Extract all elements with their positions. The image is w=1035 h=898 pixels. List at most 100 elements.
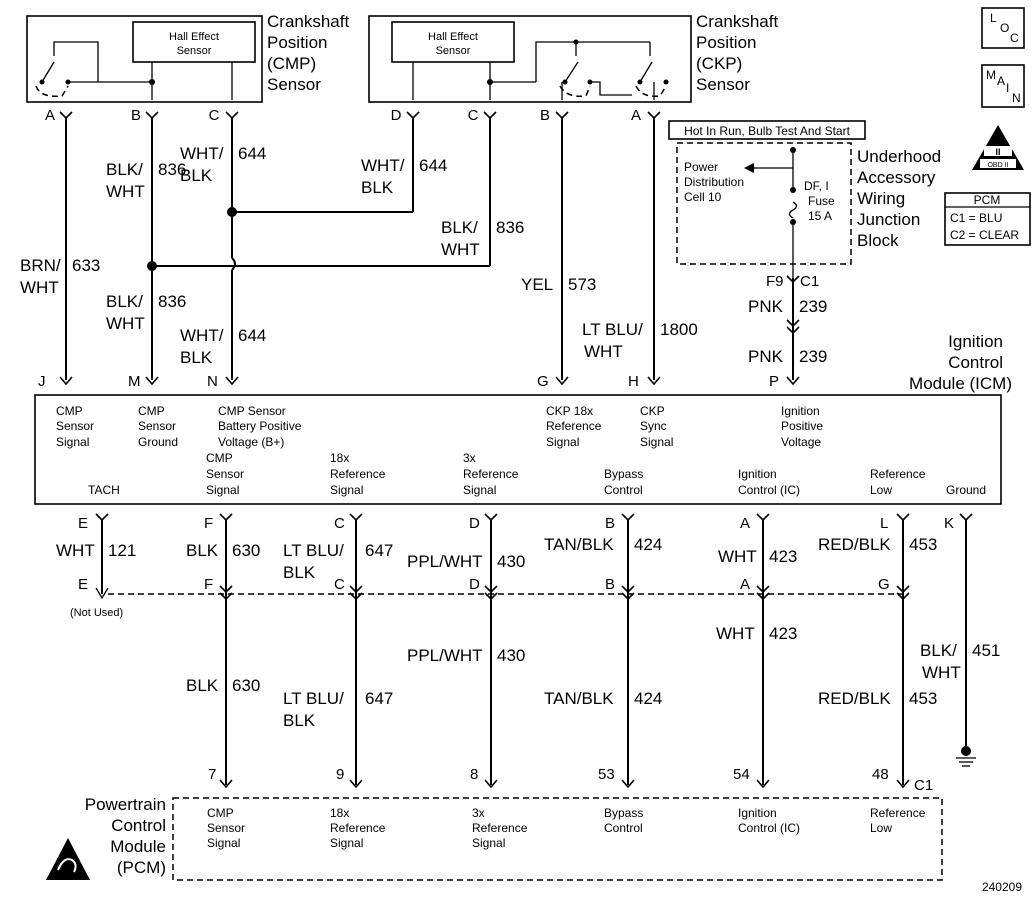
ckp-pin-a: A <box>631 107 641 124</box>
fuse-header-box <box>668 120 866 140</box>
main-badge: M A I N <box>981 64 1025 108</box>
pcm-pin-connector <box>621 779 635 789</box>
mid-pin-a: A <box>740 576 750 593</box>
w239-bot-circuit: 239 <box>799 347 827 366</box>
sensor-pin-connector <box>145 111 159 122</box>
icm-top-label: CMP <box>56 404 83 418</box>
cmp-hall-label-2: Sensor <box>177 45 212 57</box>
main-badge-m: M <box>986 68 996 82</box>
w836-cmp-color-1: BLK/ <box>106 160 143 179</box>
w424-low-circuit: 424 <box>634 689 662 708</box>
cmp-pin-a: A <box>45 107 55 124</box>
junction-title-4: Junction <box>857 210 920 229</box>
ignition-control-module: Ignition Control Module (ICM) J M N G H … <box>34 332 1012 532</box>
icm-top-label: CKP 18x <box>546 404 593 418</box>
ckp-pin-b: B <box>540 107 550 124</box>
w644-cmp-color-1: WHT/ <box>180 144 224 163</box>
icm-top-label: CMP Sensor <box>218 404 286 418</box>
pcm-label: Control <box>604 821 643 835</box>
w121-color: WHT <box>56 541 95 560</box>
icm-pin-m: M <box>128 373 141 390</box>
icm-top-pin-connector <box>145 376 159 386</box>
cmp-title-1: Crankshaft <box>267 12 349 31</box>
ckp-hall-effect-box <box>391 21 515 63</box>
icm-title-1: Ignition <box>948 332 1003 351</box>
icm-top-label: Ground <box>138 435 178 449</box>
icm-bottom-label: Sensor <box>206 467 244 481</box>
pcm-pin-connector <box>484 779 498 789</box>
w633-color-1: BRN/ <box>20 256 61 275</box>
underhood-junction-block: Hot In Run, Bulb Test And Start Power Di… <box>668 120 941 290</box>
icm-top-pin-connector <box>647 376 661 386</box>
icm-top-label: Ignition <box>781 404 820 418</box>
ckp-sensor-outline <box>368 15 692 103</box>
inline-pin-connector <box>756 585 770 601</box>
pcm-label: 18x <box>330 806 349 820</box>
icm-bottom-pin-connector <box>484 513 498 524</box>
w630-low-color: BLK <box>186 676 219 695</box>
loc-badge-c: C <box>1010 31 1019 45</box>
ckp-title-4: Sensor <box>696 75 750 94</box>
icm-bottom-pin-connector <box>621 513 635 524</box>
connector-glyphs <box>59 111 973 789</box>
w451-color-2: WHT <box>922 663 961 682</box>
pcm-label: Signal <box>472 836 505 850</box>
sensor-pin-connector <box>555 111 569 122</box>
icm-bottom-pin-connector <box>959 513 973 524</box>
w836-ckp-color-2: WHT <box>441 240 480 259</box>
obd-ii-text: OBD II <box>987 162 1008 169</box>
icm-bottom-pin-connector <box>896 513 910 524</box>
w1800-circuit: 1800 <box>660 320 698 339</box>
w453-low-color: RED/BLK <box>818 689 891 708</box>
w451-color-1: BLK/ <box>920 641 957 660</box>
ground-icon <box>956 746 976 767</box>
icm-bottom-label: Control (IC) <box>738 483 800 497</box>
icm-bottom-label: Reference <box>870 467 926 481</box>
pcm-key-c2: C2 = CLEAR <box>950 228 1019 242</box>
obd-ii-icon: II OBD II <box>972 125 1024 170</box>
sensor-pin-connector <box>483 111 497 122</box>
w451-circuit: 451 <box>972 641 1000 660</box>
icm-bottom-label: Ground <box>946 483 986 497</box>
loc-badge-o: O <box>1000 21 1009 35</box>
icm-bottom-label: Ignition <box>738 467 777 481</box>
w644-low-color-2: BLK <box>180 348 213 367</box>
icm-bottom-pin-connector <box>219 513 233 524</box>
mid-pin-d: D <box>469 576 480 593</box>
w647-low-color-1: LT BLU/ <box>283 689 344 708</box>
upper-wire-labels: BRN/ WHT 633 BLK/ WHT 836 WHT/ BLK 644 W… <box>20 144 827 367</box>
junction-title-5: Block <box>857 231 899 250</box>
w423-low-circuit: 423 <box>769 624 797 643</box>
w644-ckp-color-1: WHT/ <box>361 156 405 175</box>
ckp-pin-c: C <box>468 107 479 124</box>
w836-low-circuit: 836 <box>158 292 186 311</box>
cmp-title-2: Position <box>267 33 327 52</box>
mid-pin-g: G <box>878 576 890 593</box>
icm-bottom-labels: TACH CMP Sensor Signal 18x Reference Sig… <box>88 451 986 497</box>
icm-bottom-label: Signal <box>206 483 239 497</box>
cmp-pin-b: B <box>131 107 141 124</box>
w630-color: BLK <box>186 541 219 560</box>
w836-cmp-circuit: 836 <box>158 160 186 179</box>
icm-top-label: Voltage <box>781 435 821 449</box>
ckp-switch-icon <box>535 39 669 98</box>
pcm-label: Sensor <box>207 821 245 835</box>
junction-title-1: Underhood <box>857 147 941 166</box>
w239-top-circuit: 239 <box>799 297 827 316</box>
icm-top-label: Reference <box>546 419 602 433</box>
pcm-label: Ignition <box>738 806 777 820</box>
figure-number: 240209 <box>982 880 1022 894</box>
fuse-line-2: Fuse <box>808 194 835 208</box>
inline-pin-connector <box>484 585 498 601</box>
w836-low-color-2: WHT <box>106 314 145 333</box>
pcm-label: Signal <box>330 836 363 850</box>
w836-ckp-circuit: 836 <box>496 218 524 237</box>
w424-circuit: 424 <box>634 535 662 554</box>
icm-bottom-pin-connector <box>349 513 363 524</box>
icm-pin-d: D <box>469 515 480 532</box>
pcm-outline <box>172 797 943 881</box>
sensor-pin-connector <box>59 111 73 122</box>
lower-wiring <box>95 520 976 785</box>
pcm-title-2: Control <box>111 816 166 835</box>
fuse-header-label: Hot In Run, Bulb Test And Start <box>684 124 851 138</box>
